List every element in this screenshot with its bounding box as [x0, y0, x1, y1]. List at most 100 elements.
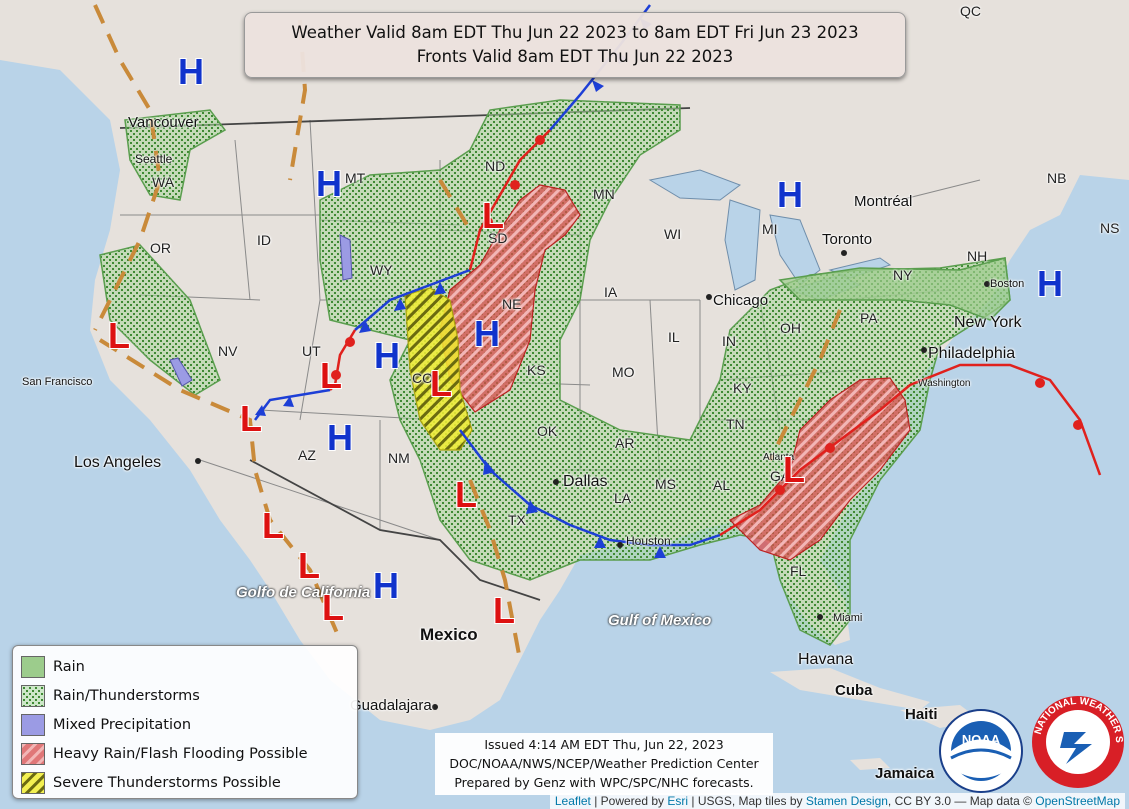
city-label-haiti: Haiti — [905, 706, 938, 723]
low-pressure-center: L — [430, 363, 452, 404]
north-america-land — [0, 0, 1129, 730]
sea-label-gulf-of-mexico: Gulf of Mexico — [608, 612, 712, 629]
state-label-nh: NH — [967, 248, 988, 264]
state-label-nm: NM — [388, 450, 410, 466]
legend-label: Severe Thunderstorms Possible — [53, 774, 281, 791]
attrib-text: , CC BY 3.0 — [887, 794, 952, 808]
state-label-mt: MT — [345, 170, 366, 186]
low-pressure-center: L — [455, 474, 477, 515]
low-pressure-center: L — [240, 398, 262, 439]
legend-label: Rain/Thunderstorms — [53, 687, 200, 704]
state-label-ky: KY — [733, 380, 752, 396]
attrib-text: | USGS, Map tiles by — [688, 794, 806, 808]
state-label-nb: NB — [1047, 170, 1067, 186]
state-label-wi: WI — [664, 226, 682, 242]
title-line2: Fronts Valid 8am EDT Thu Jun 22 2023 — [416, 47, 734, 66]
high-pressure-center: H — [474, 313, 500, 354]
attrib-text: — Map data © — [951, 794, 1036, 808]
city-label-new-york: New York — [954, 314, 1022, 331]
city-label-san-francisco: San Francisco — [22, 376, 93, 388]
city-label-chicago: Chicago — [713, 292, 769, 309]
legend-label: Rain — [53, 658, 85, 675]
osm-link[interactable]: OpenStreetMap — [1035, 794, 1120, 808]
issued-line1: Issued 4:14 AM EDT Thu, Jun 22, 2023 — [484, 737, 724, 752]
state-label-ns: NS — [1100, 220, 1120, 236]
legend-swatch-rain — [21, 655, 45, 678]
low-pressure-center: L — [493, 590, 515, 631]
severe-areas — [404, 287, 473, 451]
state-label-sd: SD — [488, 230, 508, 246]
high-pressure-center: H — [1037, 263, 1063, 304]
esri-link[interactable]: Esri — [667, 794, 689, 808]
city-label-philadelphia: Philadelphia — [928, 345, 1016, 362]
warm-front-bumps — [331, 135, 1083, 495]
heavy-rain-areas — [439, 184, 911, 561]
legend-item-heavy-rain: Heavy Rain/Flash Flooding Possible — [21, 739, 349, 768]
state-label-il: IL — [668, 329, 680, 345]
city-label-guadalajara: Guadalajara — [350, 697, 432, 714]
state-label-la: LA — [614, 490, 632, 506]
cuba-land — [770, 668, 930, 710]
state-label-wy: WY — [370, 262, 393, 278]
troughs — [93, 4, 842, 661]
high-pressure-center: H — [373, 565, 399, 606]
city-label-houston: Houston — [626, 534, 671, 548]
low-pressure-center: L — [320, 355, 342, 396]
high-pressure-center: H — [178, 51, 204, 92]
legend-label: Heavy Rain/Flash Flooding Possible — [53, 745, 308, 762]
city-label-vancouver: Vancouver — [128, 114, 199, 131]
stamen-link[interactable]: Stamen Design — [805, 794, 888, 808]
nws-logo-icon[interactable]: NATIONAL WEATHER SERVICE — [1030, 694, 1126, 790]
precip-legend: Rain Rain/Thunderstorms Mixed Precipitat… — [12, 645, 358, 799]
state-label-ok: OK — [537, 423, 558, 439]
state-label-nv: NV — [218, 343, 238, 359]
state-label-nd: ND — [485, 158, 506, 174]
high-pressure-center: H — [316, 163, 342, 204]
city-label-mexico: Mexico — [420, 625, 478, 644]
legend-swatch-rain-thunderstorms — [21, 684, 45, 707]
low-pressure-center: L — [783, 449, 805, 490]
state-label-co: CO — [412, 370, 433, 386]
state-label-mi: MI — [762, 221, 778, 237]
noaa-logo-icon[interactable]: NOAA — [938, 708, 1024, 794]
city-label-seattle: Seattle — [135, 152, 173, 166]
city-label-atlanta: Atlanta — [763, 452, 795, 463]
map-attribution: Leaflet | Powered by Esri | USGS, Map ti… — [549, 793, 1125, 809]
state-label-tn: TN — [726, 416, 745, 432]
legend-swatch-severe — [21, 771, 45, 794]
attrib-text: | Powered by — [590, 794, 668, 808]
state-label-tx: TX — [508, 512, 526, 528]
city-label-montreal: Montréal — [854, 193, 913, 210]
state-label-qc: QC — [960, 3, 981, 19]
state-label-ia: IA — [604, 284, 618, 300]
low-pressure-center: L — [298, 545, 320, 586]
low-pressure-center: L — [322, 587, 344, 628]
sea-label-golfo-de-california: Golfo de California — [236, 584, 371, 601]
map-title-box: Weather Valid 8am EDT Thu Jun 22 2023 to… — [244, 12, 906, 78]
state-label-ut: UT — [302, 343, 321, 359]
issued-line2: DOC/NOAA/NWS/NCEP/Weather Prediction Cen… — [449, 756, 759, 771]
city-label-boston: Boston — [990, 278, 1025, 290]
mixed-precip-areas — [169, 234, 353, 387]
city-dots — [195, 250, 990, 710]
state-label-oh: OH — [780, 320, 801, 336]
city-label-washington: Washington — [918, 378, 971, 389]
state-label-wa: WA — [152, 174, 175, 190]
legend-item-rain-thunderstorms: Rain/Thunderstorms — [21, 681, 349, 710]
city-label-havana: Havana — [798, 651, 854, 668]
state-label-or: OR — [150, 240, 171, 256]
legend-item-rain: Rain — [21, 652, 349, 681]
city-label-miami: Miami — [833, 612, 863, 624]
noaa-logo-text: NOAA — [962, 732, 1001, 747]
city-label-toronto: Toronto — [822, 231, 873, 248]
low-pressure-center: L — [262, 505, 284, 546]
state-label-al: AL — [713, 477, 731, 493]
leaflet-link[interactable]: Leaflet — [554, 794, 591, 808]
state-label-in: IN — [722, 333, 736, 349]
state-label-mn: MN — [593, 186, 615, 202]
state-label-ms: MS — [655, 476, 676, 492]
issued-info-box: Issued 4:14 AM EDT Thu, Jun 22, 2023 DOC… — [435, 733, 773, 795]
low-pressure-center: L — [482, 195, 504, 236]
